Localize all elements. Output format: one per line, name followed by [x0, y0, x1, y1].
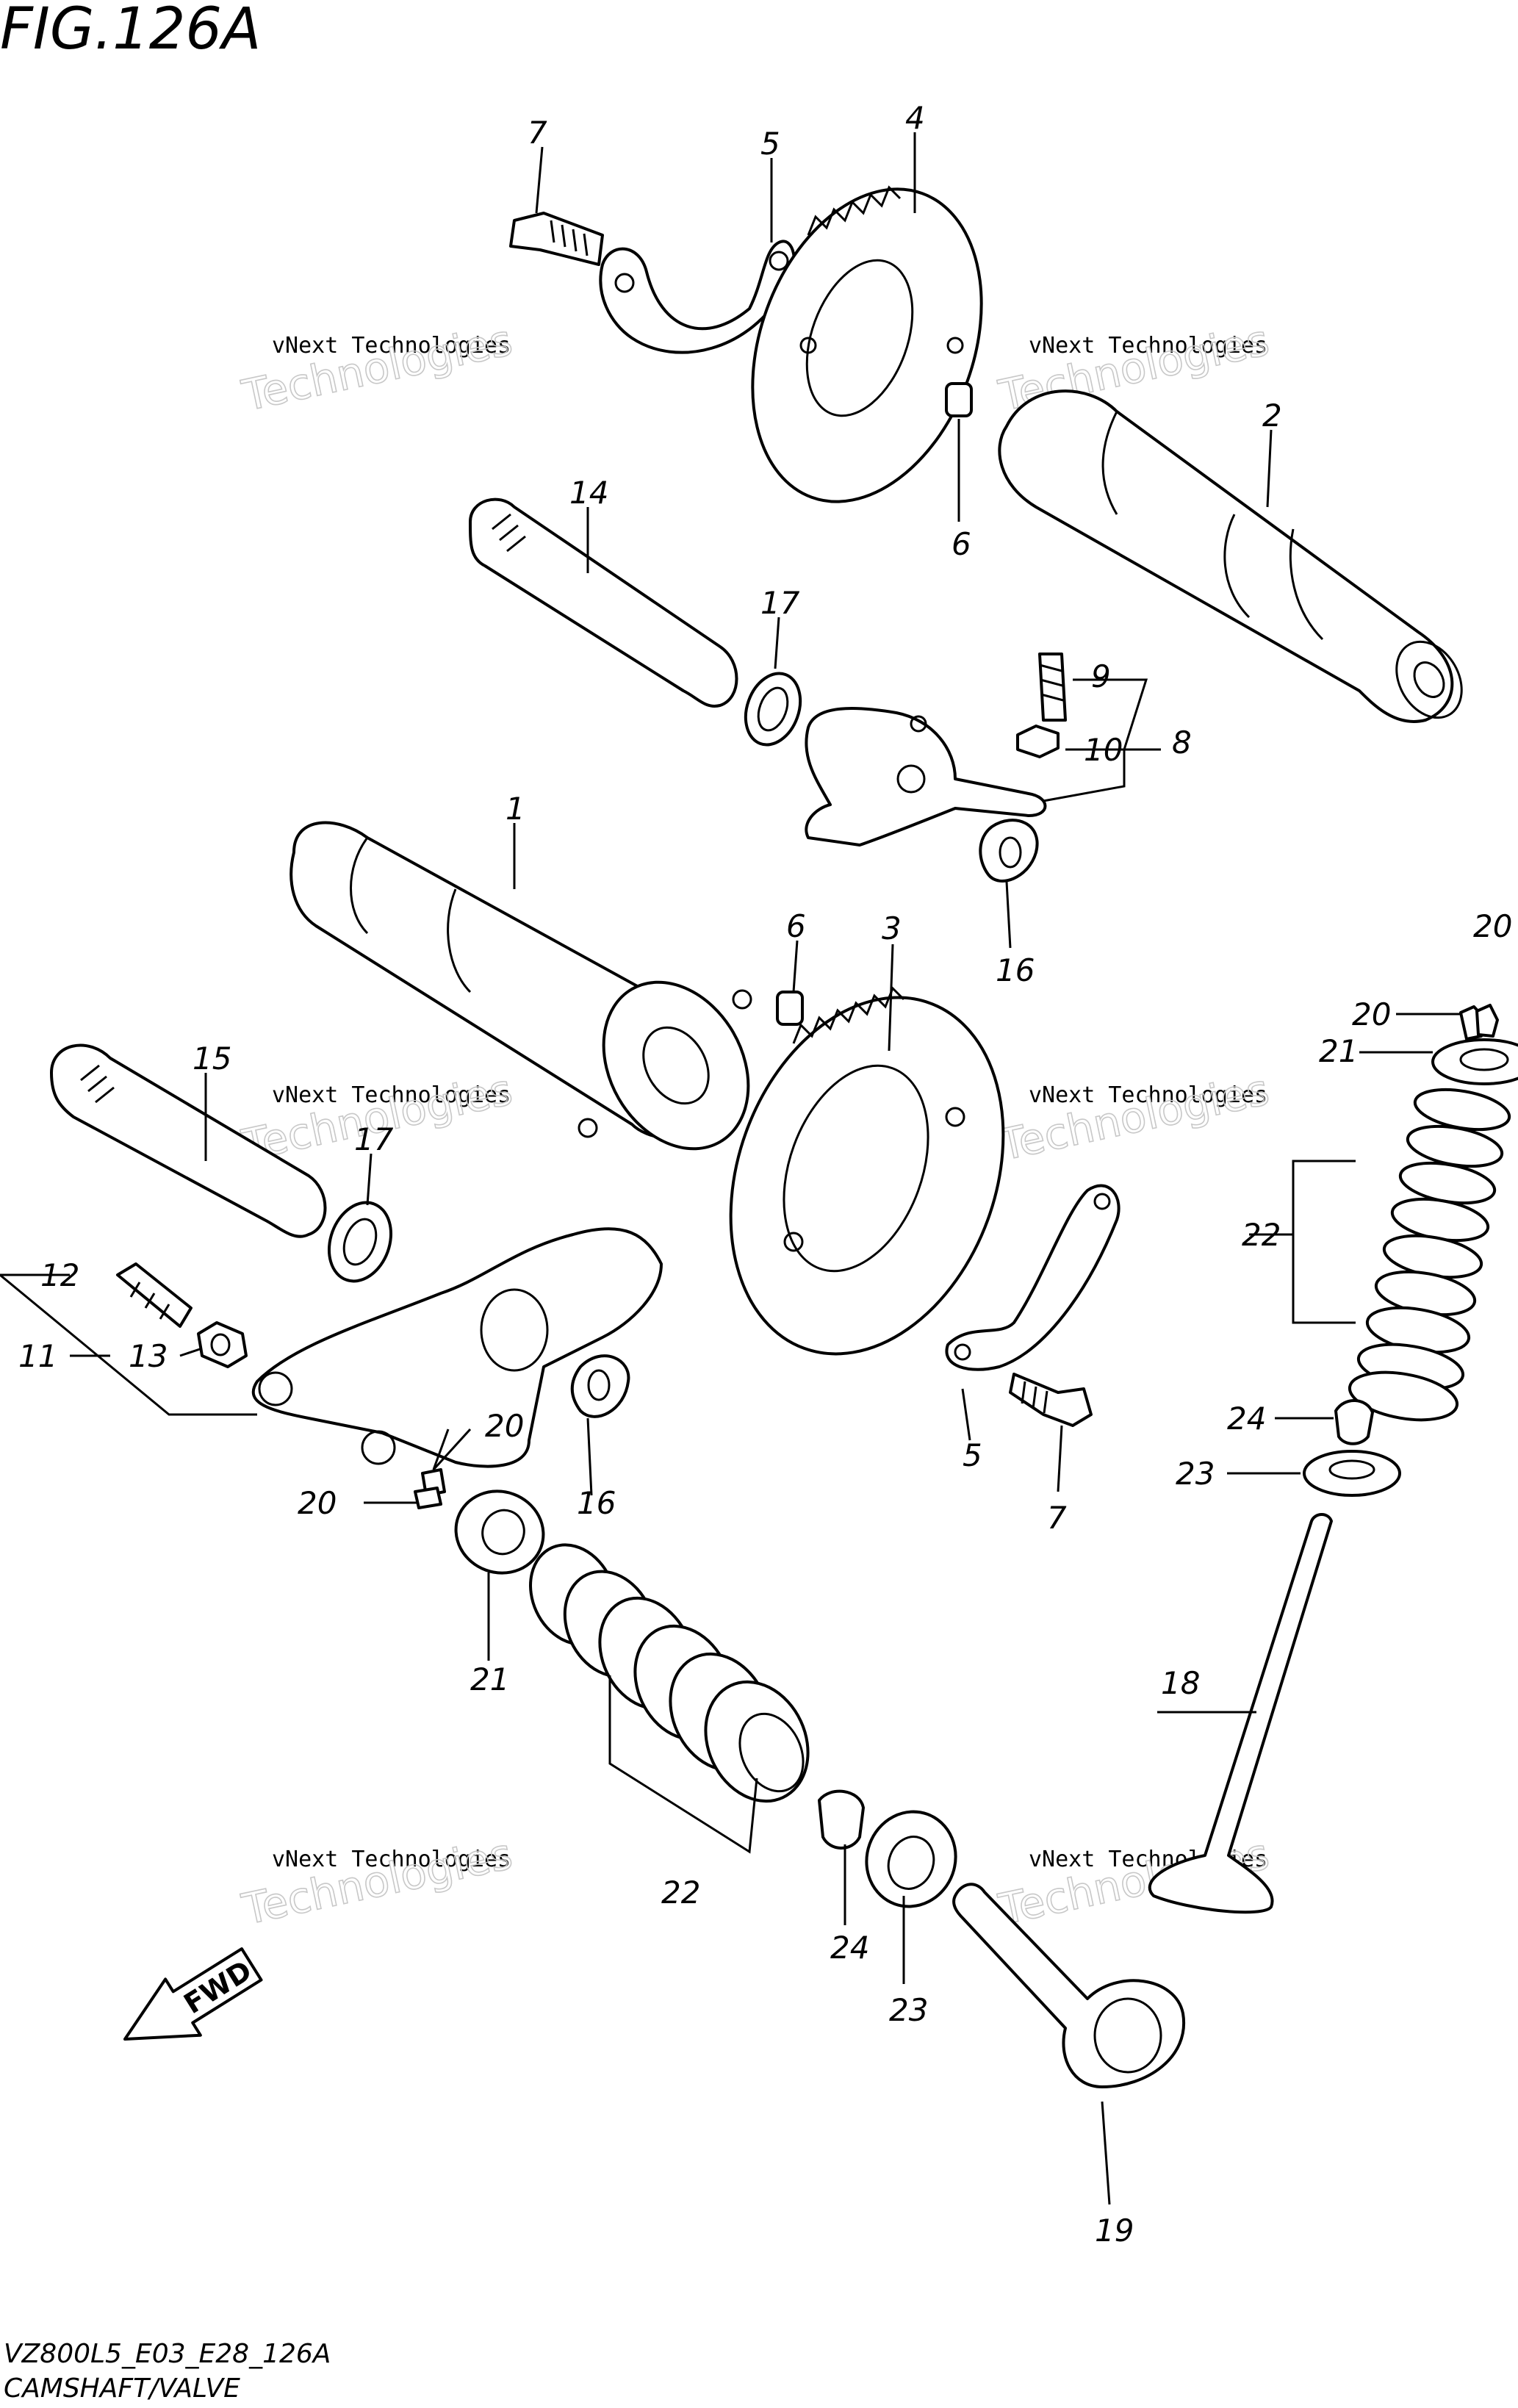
callout-20: 20: [485, 1408, 524, 1444]
part-6-pin-upper: [945, 382, 973, 417]
part-15-rocker-shaft: [50, 1043, 327, 1238]
part-21-retainer-lower: [454, 1489, 545, 1575]
part-2-camshaft: [998, 389, 1463, 723]
part-13-nut-lower: [197, 1321, 248, 1368]
part-19-valve: [952, 1883, 1186, 2088]
callout-14: 14: [569, 475, 608, 511]
watermark-line1: vNext Technologies: [272, 1082, 511, 1108]
callout-20: 20: [298, 1485, 337, 1521]
callout-22: 22: [661, 1875, 700, 1911]
callout-21: 21: [470, 1661, 509, 1697]
callout-18: 18: [1161, 1665, 1200, 1701]
callout-16: 16: [577, 1485, 616, 1521]
callout-19: 19: [1095, 2213, 1134, 2249]
watermark-line2: Technologies: [994, 1065, 1273, 1171]
callout-15: 15: [193, 1041, 231, 1077]
watermark: vNext Technologies Technologies: [237, 315, 517, 422]
part-24-stem-seal-lower: [818, 1789, 865, 1850]
part-4-gear-upper: [751, 185, 983, 503]
callout-8: 8: [1172, 725, 1192, 761]
part-5-retainer-upper: [599, 240, 796, 354]
part-18-valve: [1148, 1513, 1333, 1914]
callouts: 7 5 4 2 6 14 17 9 10 8 16 1 6 3 15 17 12…: [18, 100, 1512, 2249]
part-1-camshaft: [289, 821, 752, 1151]
part-7-bolt-lower: [1009, 1373, 1093, 1427]
callout-4: 4: [905, 100, 925, 136]
watermark-line2: Technologies: [237, 1829, 517, 1935]
part-16-plate-lower: [570, 1354, 630, 1418]
callout-21: 21: [1319, 1033, 1358, 1069]
watermark-line2: Technologies: [237, 315, 517, 421]
callout-24: 24: [830, 1930, 869, 1966]
callout-23: 23: [1176, 1456, 1215, 1492]
callout-5: 5: [760, 126, 780, 162]
callout-2: 2: [1262, 398, 1282, 434]
part-14-rocker-shaft: [469, 497, 738, 708]
part-24-stem-seal-right: [1334, 1399, 1374, 1445]
part-23-spring-seat-lower: [865, 1810, 957, 1908]
part-12-adjust-screw-lower: [116, 1262, 193, 1328]
callout-17: 17: [354, 1121, 394, 1157]
callout-20: 20: [1473, 908, 1512, 944]
part-22-valve-spring-right: [1348, 1088, 1511, 1422]
part-6-pin-lower: [776, 991, 804, 1026]
part-10-nut-upper: [1016, 725, 1060, 758]
callout-24: 24: [1227, 1401, 1266, 1437]
callout-1: 1: [506, 791, 525, 827]
part-23-spring-seat-right: [1303, 1450, 1401, 1497]
part-3-gear-lower: [729, 986, 1005, 1356]
callout-17: 17: [760, 585, 800, 621]
part-17-washer-lower: [327, 1201, 393, 1283]
figure-title: FIG.126A: [0, 0, 261, 62]
callout-6: 6: [786, 908, 806, 944]
watermark-line1: vNext Technologies: [272, 1847, 511, 1872]
callout-16: 16: [996, 952, 1035, 988]
callout-6: 6: [952, 526, 971, 562]
part-8-rocker-arm-upper: [805, 707, 1047, 847]
part-20-cotter-lower: [414, 1468, 446, 1509]
part-9-adjust-screw-upper: [1038, 653, 1067, 722]
callout-11: 11: [18, 1338, 57, 1374]
callout-7: 7: [1047, 1500, 1067, 1536]
callout-20: 20: [1352, 996, 1391, 1032]
part-7-bolt-upper: [509, 212, 604, 266]
callout-9: 9: [1091, 658, 1111, 694]
part-5-retainer-lower: [945, 1184, 1120, 1371]
callout-3: 3: [882, 910, 902, 946]
callout-10: 10: [1084, 732, 1123, 768]
drawing-code: VZ800L5_E03_E28_126A: [4, 2339, 331, 2369]
callout-7: 7: [528, 115, 547, 151]
section-name: CAMSHAFT/VALVE: [4, 2373, 240, 2404]
watermark: vNext Technologies Technologies: [994, 1064, 1274, 1171]
part-16-plate-upper: [979, 819, 1039, 883]
part-17-washer-upper: [744, 672, 802, 747]
callout-22: 22: [1242, 1217, 1281, 1253]
callout-23: 23: [889, 1992, 928, 2028]
watermark-line1: vNext Technologies: [272, 333, 511, 359]
part-11-rocker-arm-lower: [251, 1227, 663, 1468]
fwd-arrow: FWD: [123, 1947, 263, 2041]
part-20-cotter-right: [1459, 1004, 1499, 1041]
callout-12: 12: [40, 1257, 79, 1293]
callout-13: 13: [129, 1338, 168, 1374]
part-22-valve-spring-lower: [529, 1543, 810, 1803]
watermark: vNext Technologies Technologies: [237, 1828, 517, 1936]
part-21-retainer-right: [1431, 1038, 1518, 1085]
leader-lines: [0, 132, 1462, 2205]
watermark-line1: vNext Technologies: [1029, 333, 1267, 359]
callout-5: 5: [963, 1437, 982, 1473]
watermark-line1: vNext Technologies: [1029, 1082, 1267, 1108]
